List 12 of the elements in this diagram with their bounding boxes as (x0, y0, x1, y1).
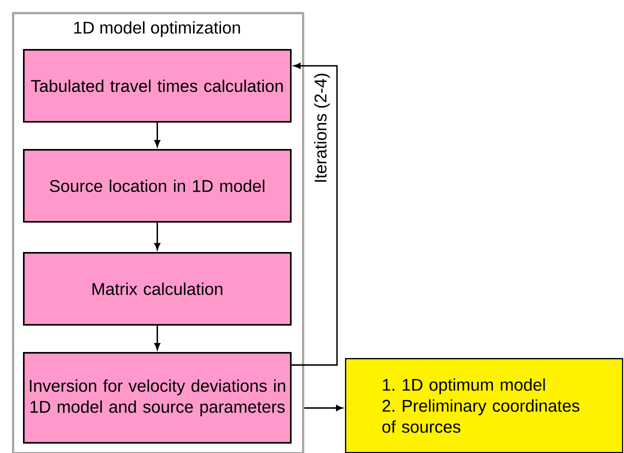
arrow (154, 326, 160, 350)
process-box: Tabulated travel times calculation (23, 49, 292, 123)
arrow (292, 62, 338, 366)
process-box: Inversion for velocity deviations in 1D model and source parameters (23, 352, 292, 444)
arrow (154, 222, 160, 250)
result-box: 1. 1D optimum model 2. Preliminary coordinates of sources (345, 358, 624, 453)
edge-label: Iterations (2-4) (313, 72, 331, 184)
arrow (154, 122, 160, 147)
process-box: Matrix calculation (23, 252, 292, 326)
process-box: Source location in 1D model (23, 149, 292, 223)
arrow (304, 405, 343, 411)
group-title: 1D model optimization (74, 21, 240, 38)
